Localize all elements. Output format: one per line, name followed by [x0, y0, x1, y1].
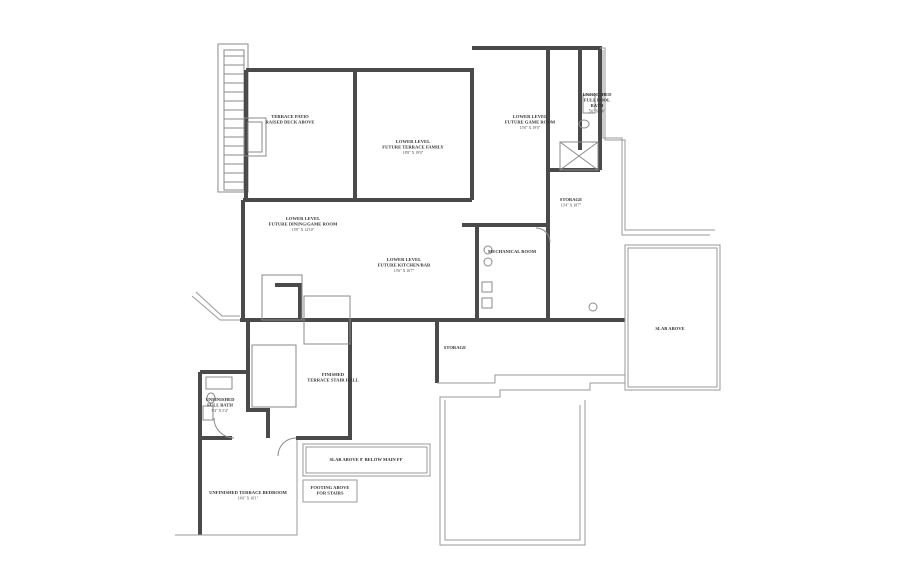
door-swing [277, 437, 297, 457]
room-label-slab-above-main: SLAB ABOVE 8' BELOW MAIN FF [329, 457, 402, 462]
room-name: TERRACE PATIO [271, 114, 309, 119]
room-dimensions: 5'6" X 8'6" [589, 110, 606, 114]
room-dimensions: 8'4" X 5'4" [212, 409, 229, 413]
door-swing [535, 227, 551, 243]
room-label-storage-east: STORAGE 13'4" X 18'7" [560, 197, 582, 208]
room-name: LOWER LEVEL [387, 257, 421, 262]
toilet-icon [578, 119, 590, 129]
furnace-icon [481, 297, 493, 309]
room-dimensions: 14'6" X 16'1" [238, 497, 259, 501]
room-name: FULL BATH [207, 403, 233, 408]
bathtub-icon [205, 376, 233, 390]
room-name: STORAGE [444, 345, 466, 350]
room-name: FUTURE TERRACE FAMILY [382, 145, 444, 150]
toilet-icon [206, 392, 216, 404]
room-name: FOOTING ABOVE [311, 485, 350, 490]
room-name: UNFINISHED [583, 92, 613, 97]
room-dimensions: 18'8" X 19'0" [403, 151, 424, 155]
room-name: LOWER LEVEL [513, 114, 547, 119]
room-dimensions: 15'0" X 12'10" [292, 228, 315, 232]
room-name: SLAB ABOVE [655, 326, 684, 331]
room-label-mechanical-room: MECHANICAL ROOM [488, 249, 537, 254]
walls [198, 46, 625, 535]
room-name: FUTURE DINING/GAME ROOM [269, 222, 338, 227]
room-dimensions: 13'6" X 16'7" [394, 269, 415, 273]
fixtures [202, 94, 599, 457]
room-label-slab-above-east: SLAB ABOVE [655, 326, 684, 331]
room-label-storage-center: STORAGE [444, 345, 466, 350]
deck-stairs [217, 43, 249, 193]
outline [175, 47, 721, 546]
room-name: SLAB ABOVE 8' BELOW MAIN FF [329, 457, 402, 462]
room-name: LOWER LEVEL [286, 216, 320, 221]
room-name: FULL POOL [584, 98, 610, 103]
room-name: FINISHED [322, 372, 345, 377]
room-name: TERRACE STAIR HALL [307, 378, 358, 383]
room-name: UNFINISHED TERRACE BEDROOM [209, 490, 287, 495]
room-name: FUTURE KITCHEN/BAR [378, 263, 431, 268]
sink-icon [582, 94, 596, 114]
room-dimensions: 13'4" X 18'7" [561, 204, 582, 208]
room-name: STORAGE [560, 197, 582, 202]
sink-icon [202, 405, 214, 421]
furnace-icon [481, 281, 493, 293]
room-name: RAISED DECK ABOVE [265, 120, 314, 125]
water-heater-icon [483, 257, 493, 267]
fireplace-icon [243, 117, 267, 157]
room-name: FOR STAIRS [316, 491, 344, 496]
room-name: UNFINISHED [206, 397, 236, 402]
room-name: FUTURE GAME ROOM [505, 120, 556, 125]
room-name: MECHANICAL ROOM [488, 249, 537, 254]
water-heater-icon [483, 245, 493, 255]
room-name: LOWER LEVEL [396, 139, 430, 144]
shower-icon [559, 141, 599, 171]
sump-icon [588, 302, 598, 312]
room-name: BATH [591, 103, 604, 108]
door-swing [213, 417, 235, 439]
room-dimensions: 15'0" X 19'0" [520, 126, 541, 130]
room-label-terrace-bedroom: UNFINISHED TERRACE BEDROOM 14'6" X 16'1" [209, 490, 287, 501]
